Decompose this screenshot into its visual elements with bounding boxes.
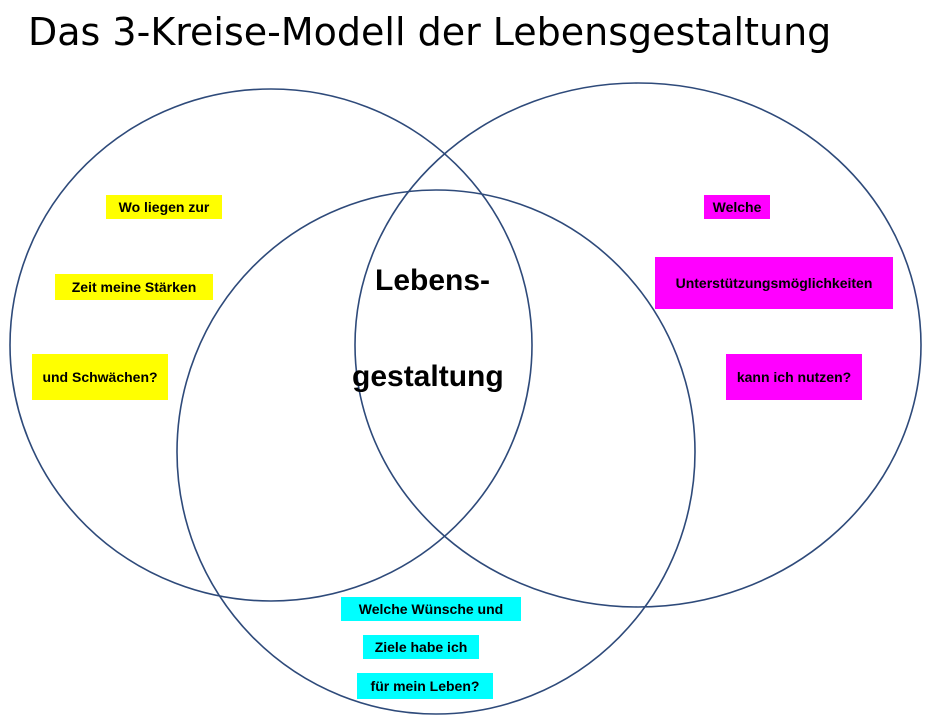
circle-left	[9, 88, 533, 602]
strengths-question-line-2: Zeit meine Stärken	[55, 274, 213, 300]
circle-right	[354, 82, 922, 608]
wishes-question-line-1: Welche Wünsche und	[341, 597, 521, 621]
strengths-question-line-1: Wo liegen zur	[106, 195, 222, 219]
wishes-question-line-3: für mein Leben?	[357, 673, 493, 699]
circle-bottom	[176, 189, 696, 715]
support-question-line-1: Welche	[704, 195, 770, 219]
center-label-line-1: Lebens-	[375, 264, 491, 297]
support-question-line-3: kann ich nutzen?	[726, 354, 862, 400]
strengths-question-line-3: und Schwächen?	[32, 354, 168, 400]
wishes-question-line-2: Ziele habe ich	[363, 635, 479, 659]
page-title: Das 3-Kreise-Modell der Lebensgestaltung	[28, 10, 832, 54]
center-label-line-2: gestaltung	[352, 360, 504, 393]
support-question-line-2: Unterstützungsmöglichkeiten	[655, 257, 893, 309]
